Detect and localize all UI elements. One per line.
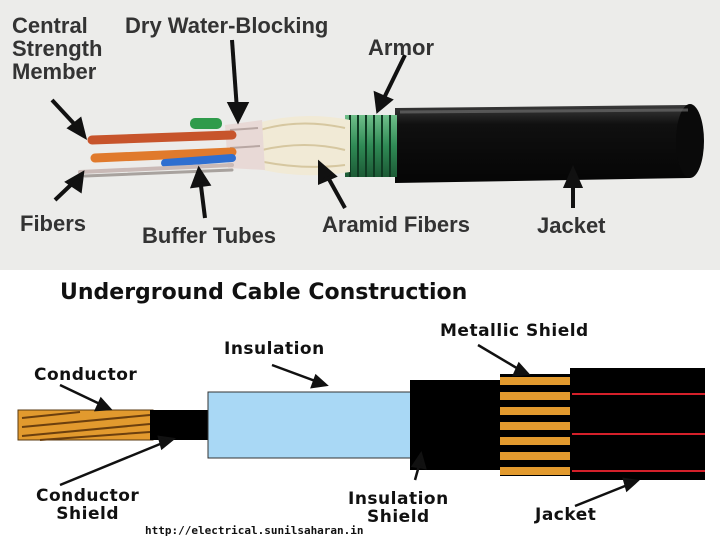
- source-url-text: http://electrical.sunilsaharan.in: [145, 524, 364, 537]
- jacket-segment: [570, 368, 705, 480]
- conductor-shield-segment: [150, 410, 212, 440]
- aramid-fibers-bundle: [250, 116, 350, 176]
- armor-band: [345, 115, 397, 177]
- label-dry-water-blocking: Dry Water-Blocking: [125, 13, 329, 38]
- label-jacket-diagram: Jacket: [535, 505, 597, 525]
- insulation-segment: [207, 391, 413, 459]
- label-insulation-shield: Insulation Shield: [348, 489, 449, 527]
- label-conductor-shield: Conductor Shield: [36, 486, 140, 524]
- fiber-cable-photo-panel: Central Strength Member Dry Water-Blocki…: [0, 0, 720, 270]
- diagram-title: Underground Cable Construction: [60, 280, 468, 305]
- label-armor: Armor: [368, 35, 435, 60]
- label-central-strength-member: Central Strength Member: [12, 13, 103, 85]
- underground-cable-diagram: Underground Cable Construction: [0, 270, 720, 540]
- label-metallic-shield: Metallic Shield: [440, 321, 589, 341]
- label-fibers: Fibers: [20, 211, 87, 236]
- label-jacket-photo: Jacket: [537, 213, 606, 238]
- underground-cable-illustration: [17, 343, 705, 508]
- conductor-segment: [17, 409, 154, 441]
- water-blocking-tape: [225, 120, 265, 170]
- buffer-tubes: [87, 118, 237, 167]
- metallic-shield-segment: [500, 374, 572, 476]
- callout-arrows: [50, 39, 584, 219]
- label-aramid-fibers: Aramid Fibers: [322, 212, 470, 237]
- fibers-strands: [78, 163, 234, 178]
- label-buffer-tubes: Buffer Tubes: [142, 223, 277, 248]
- jacket-tube: [395, 104, 704, 183]
- label-insulation: Insulation: [224, 339, 325, 359]
- fiber-cable-illustration: [50, 39, 704, 219]
- diagram-callout-arrows: [59, 343, 640, 508]
- label-conductor: Conductor: [34, 365, 138, 385]
- insulation-shield-segment: [410, 380, 502, 470]
